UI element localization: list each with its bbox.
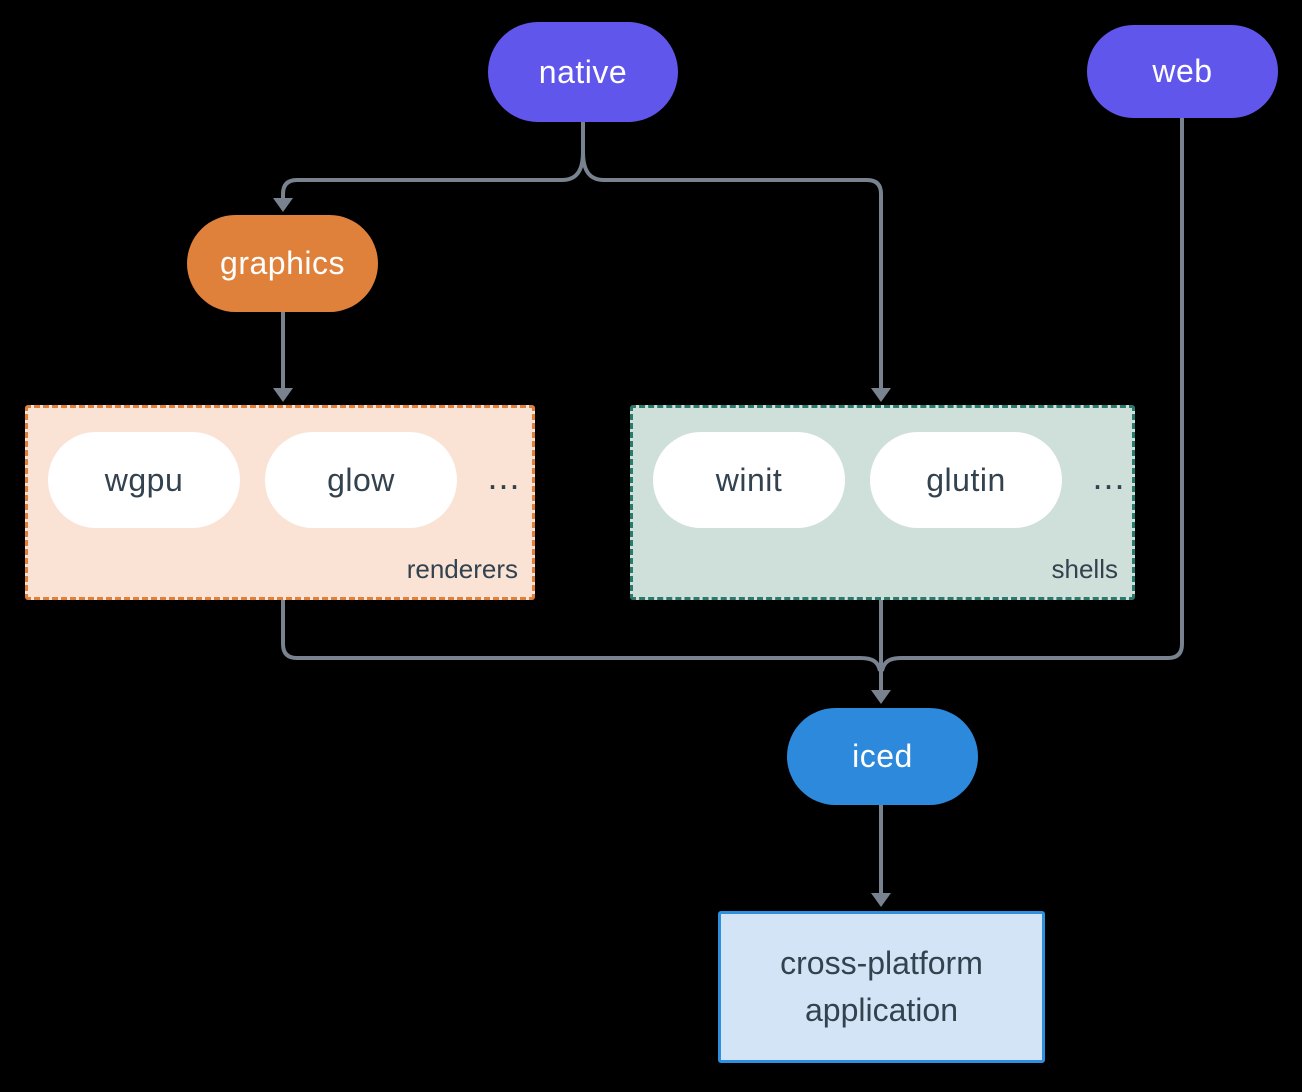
node-graphics: graphics: [187, 215, 378, 312]
edge-native-to-graphics: [281, 178, 562, 198]
arrowhead-graphics: [273, 198, 293, 212]
node-native: native: [488, 22, 678, 122]
node-web: web: [1087, 25, 1278, 118]
edge-fork-flare-left: [561, 151, 585, 182]
arrowhead-app: [871, 893, 891, 907]
arrowhead-renderers: [273, 388, 293, 402]
node-winit: winit: [653, 432, 845, 528]
renderers-ellipsis: ...: [487, 456, 521, 497]
group-renderers: wgpu glow ... renderers: [25, 405, 535, 600]
app-label-line-1: cross-platform: [780, 945, 983, 981]
node-iced: iced: [787, 708, 978, 805]
shells-ellipsis: ...: [1092, 456, 1126, 497]
renderers-group-label: renderers: [406, 554, 518, 584]
edge-web-to-merge: [880, 118, 1184, 672]
shells-group-label: shells: [1051, 554, 1118, 584]
node-glutin: glutin: [870, 432, 1062, 528]
group-shells: winit glutin ... shells: [630, 405, 1135, 600]
edge-fork-flare-right: [581, 151, 605, 182]
arrowhead-shells: [871, 388, 891, 402]
node-glow: glow: [265, 432, 457, 528]
edge-native-to-shells: [604, 178, 883, 388]
arrowhead-iced: [871, 690, 891, 704]
node-cross-platform-application: cross-platform application: [718, 911, 1045, 1063]
edge-renderers-to-merge: [281, 600, 882, 672]
app-label-line-2: application: [805, 992, 958, 1028]
node-wgpu: wgpu: [48, 432, 240, 528]
